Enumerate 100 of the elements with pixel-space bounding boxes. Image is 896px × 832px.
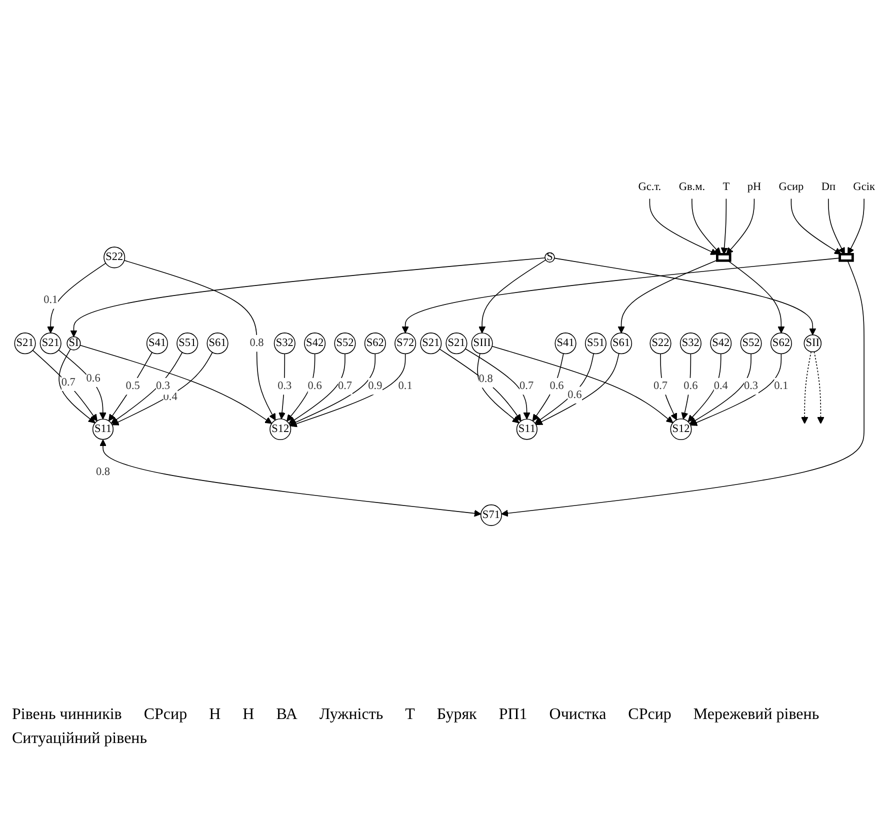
edge-label: 0.1 — [44, 294, 58, 306]
node-circle: S62 — [364, 332, 386, 354]
side-label: РП1 — [498, 706, 528, 724]
side-label: Н — [209, 706, 221, 724]
arrow — [690, 352, 782, 426]
arrow — [290, 352, 406, 427]
edge-label: 0.6 — [308, 380, 322, 392]
side-label: Очистка — [549, 706, 606, 724]
node-circle: S51 — [176, 332, 198, 354]
node-circle: S42 — [710, 332, 732, 354]
node-bar — [838, 252, 854, 262]
arrow — [681, 352, 692, 419]
arrow — [32, 349, 98, 421]
arrow — [790, 198, 842, 254]
arrow — [828, 198, 845, 254]
arrow — [58, 348, 96, 423]
arrow — [290, 352, 376, 426]
node-circle: S11 — [92, 418, 114, 440]
edge-label: 0.7 — [653, 380, 668, 392]
arrow — [848, 198, 864, 254]
edge-label: 0.8 — [478, 372, 493, 385]
arrow — [501, 260, 864, 516]
arrow — [536, 352, 620, 424]
node-text: Gсік — [853, 180, 875, 193]
side-label: Лужність — [319, 706, 384, 724]
arrow — [108, 351, 152, 421]
side-label: ВА — [276, 706, 298, 724]
edge-label: 0.1 — [774, 380, 788, 392]
arrow — [692, 198, 721, 254]
node-circle: S21 — [420, 332, 442, 354]
node-circle: S12 — [270, 418, 292, 440]
node-circle: S22 — [650, 332, 672, 354]
node-text: Gв.м. — [678, 180, 706, 193]
arrow — [124, 260, 276, 420]
edge-label: 0.4 — [714, 380, 728, 392]
arrow — [402, 257, 840, 333]
arrow — [720, 198, 728, 254]
arrow — [688, 352, 722, 422]
node-circle: S21 — [446, 332, 468, 354]
arrow — [464, 348, 530, 419]
arrow — [728, 260, 785, 333]
node-circle: S41 — [146, 332, 168, 354]
arrow — [814, 350, 824, 424]
node-text: Gсир — [778, 180, 804, 193]
side-label: CPсир — [628, 706, 672, 724]
arrow — [70, 256, 546, 337]
edge-label: 0.9 — [368, 380, 382, 392]
arrow — [726, 198, 755, 254]
node-circle: SII — [804, 334, 822, 352]
node-circle: S11 — [516, 418, 538, 440]
node-circle: S71 — [480, 504, 502, 526]
edge-label: 0.6 — [550, 380, 564, 392]
edge-label: 0.8 — [250, 336, 264, 349]
arrow — [99, 438, 482, 516]
node-text: Gс.т. — [638, 180, 662, 193]
edge-label: 0.6 — [684, 380, 698, 392]
node-circle: SIII — [471, 332, 493, 354]
edge-label: 0.3 — [744, 380, 758, 392]
node-circle: S52 — [334, 332, 356, 354]
edge-label: 0.7 — [61, 376, 76, 388]
node-circle: S42 — [304, 332, 326, 354]
node-bar — [716, 252, 732, 262]
arrow — [660, 352, 677, 420]
node-circle: S41 — [554, 332, 576, 354]
edge-label: 0.6 — [86, 372, 100, 384]
edge-label: 0.8 — [96, 466, 110, 478]
side-label: Мережевий рівень — [693, 706, 820, 724]
edge-label: 0.6 — [568, 388, 582, 401]
node-circle: S12 — [670, 418, 692, 440]
arrow — [532, 352, 564, 421]
side-label: Т — [405, 706, 415, 724]
arrow — [80, 344, 272, 424]
node-text: Dп — [821, 180, 836, 193]
edge-label: 0.7 — [338, 380, 352, 392]
edge-label: 0.7 — [520, 380, 534, 392]
edge-label: 0.3 — [156, 380, 170, 392]
arrow — [649, 198, 718, 254]
node-circle: S22 — [104, 246, 126, 268]
edge-label: 0.1 — [398, 380, 412, 392]
arrow — [112, 351, 213, 425]
arrow — [477, 352, 520, 423]
arrow — [534, 352, 594, 424]
arrow — [47, 262, 106, 333]
arrow — [492, 345, 674, 423]
arrow — [58, 349, 106, 419]
side-label: Рівень чинників — [12, 706, 122, 724]
node-circle: S21 — [14, 332, 36, 354]
node-circle: SI — [66, 336, 81, 350]
arrow — [439, 348, 522, 421]
side-label: Н — [242, 706, 254, 724]
node-text: pH — [747, 180, 762, 193]
node-circle: S61 — [610, 332, 632, 354]
arrow — [278, 352, 286, 419]
edge-label: 0.3 — [278, 380, 292, 392]
arrow — [618, 259, 718, 333]
node-circle: S52 — [740, 332, 762, 354]
arrow — [110, 351, 183, 424]
arrow — [690, 352, 752, 424]
node-circle: S61 — [206, 332, 228, 354]
side-label: Ситуаційний рівень — [12, 730, 148, 748]
